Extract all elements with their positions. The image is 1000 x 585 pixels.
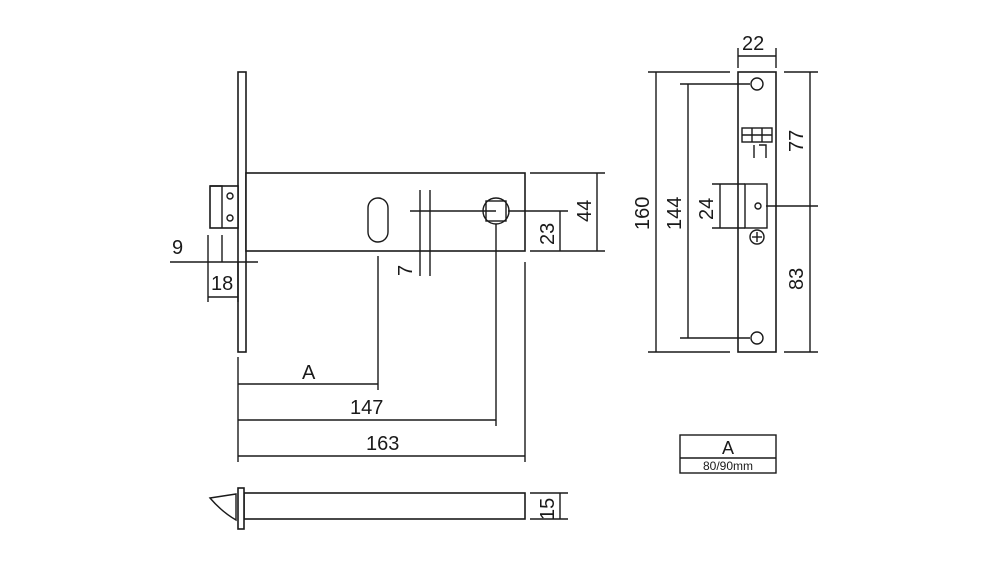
table-value: 80/90mm bbox=[703, 459, 753, 473]
dim-18-label: 18 bbox=[211, 273, 233, 295]
dim-15-label: 15 bbox=[537, 498, 559, 520]
cylinder-slot bbox=[367, 197, 389, 243]
dim-160-label: 160 bbox=[632, 197, 654, 230]
faceplate-top bbox=[237, 487, 245, 530]
dim-22-label: 22 bbox=[742, 33, 764, 55]
screw-icon bbox=[749, 229, 765, 245]
dim-163-label: 163 bbox=[366, 433, 399, 455]
dim-83-label: 83 bbox=[786, 268, 808, 290]
size-table: A 80/90mm bbox=[679, 434, 777, 474]
dim-24-label: 24 bbox=[696, 198, 718, 220]
dim-7-label: 7 bbox=[395, 265, 417, 276]
strike-plate-view bbox=[737, 71, 777, 353]
dim-23-label: 23 bbox=[537, 223, 559, 245]
dim-144-label: 144 bbox=[664, 197, 686, 230]
dim-a-label: A bbox=[302, 362, 316, 384]
lock-top-view: 15 bbox=[208, 487, 568, 530]
dimension-22: 22 bbox=[737, 33, 777, 68]
latch-top bbox=[208, 493, 237, 522]
dim-147-label: 147 bbox=[350, 397, 383, 419]
dimension-24: 24 bbox=[696, 183, 745, 229]
table-header: A bbox=[722, 438, 734, 458]
dim-77-label: 77 bbox=[786, 130, 808, 152]
dimension-160-144: 160 144 bbox=[632, 71, 750, 353]
strike-plate bbox=[737, 71, 777, 353]
case-top bbox=[243, 492, 526, 520]
dimension-7: 7 bbox=[395, 190, 496, 276]
dim-44-label: 44 bbox=[574, 200, 596, 222]
dim-9-label: 9 bbox=[172, 237, 183, 259]
dimension-77-83: 77 83 bbox=[766, 71, 818, 353]
faceplate bbox=[237, 71, 247, 353]
dimension-a-147-163: A 147 163 bbox=[237, 224, 526, 462]
dimension-23-44: 23 44 bbox=[508, 172, 605, 252]
lock-front-view bbox=[209, 71, 526, 353]
latch-bolt bbox=[209, 185, 239, 229]
dimension-9-18: 9 18 bbox=[170, 235, 258, 302]
